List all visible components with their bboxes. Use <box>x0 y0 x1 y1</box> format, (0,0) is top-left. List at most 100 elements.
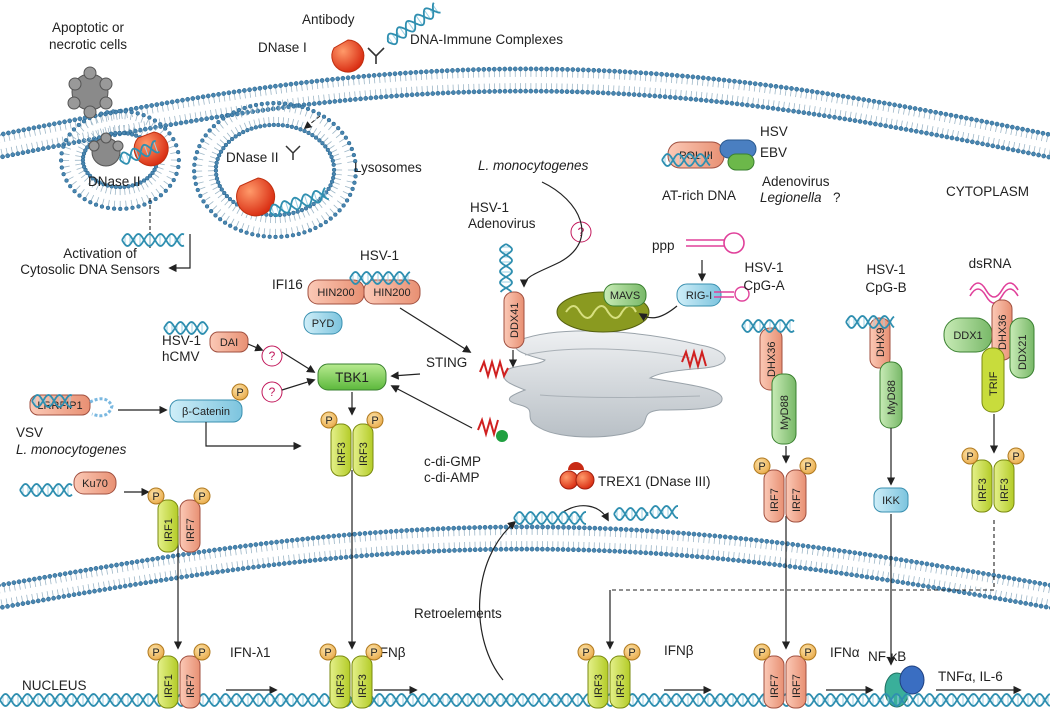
hin200-a-label: HIN200 <box>317 287 354 299</box>
myd88-protein-b: MyD88 <box>879 361 903 429</box>
phospho-label: P <box>152 647 159 659</box>
ddx41-protein: DDX41 <box>503 291 525 349</box>
irf-label: IRF3 <box>357 674 369 698</box>
activation-label-2: Cytosolic DNA Sensors <box>20 262 160 277</box>
irf-label: IRF7 <box>791 674 803 698</box>
ddx1-protein: DDX1 <box>943 317 993 353</box>
irf-label: IRF3 <box>999 478 1011 502</box>
myd88-a-label: MyD88 <box>779 395 791 430</box>
phospho-label: P <box>628 647 635 659</box>
hsv1-cpga-label-1: HSV-1 <box>744 260 783 275</box>
ikk-protein: IKK <box>873 487 909 513</box>
apoptotic-cell-debris-icon <box>67 66 113 119</box>
hsv1-cpgb-label-1: HSV-1 <box>866 262 905 277</box>
tbk1-protein: TBK1 <box>317 363 387 391</box>
dsrna-label: dsRNA <box>969 256 1012 271</box>
beta-catenin-phospho: P <box>231 383 249 401</box>
dhx9-protein: DHX9 <box>869 317 891 369</box>
hsv1-cpgb-label-2: CpG-B <box>865 280 906 295</box>
ku70-protein: Ku70 <box>73 471 117 495</box>
phospho-label: P <box>152 491 159 503</box>
question-badge-catenin: ? <box>261 381 283 403</box>
activation-label-1: Activation of <box>63 246 137 261</box>
ifi16-label: IFI16 <box>272 277 303 292</box>
nuclear-membrane <box>0 524 1050 610</box>
dnase1-pacman-icon <box>331 39 365 73</box>
ku70-label: Ku70 <box>82 478 108 490</box>
phospho-label: P <box>758 461 765 473</box>
rig-i-label: RIG-I <box>686 290 712 302</box>
dhx36-b-label: DHX36 <box>997 315 1009 350</box>
tnfa-il6-label: TNFα, IL-6 <box>938 669 1003 684</box>
dhx36-protein-b: DHX36 <box>991 299 1013 361</box>
ifnb-1-label: IFNβ <box>376 645 406 660</box>
dnase1-label: DNase I <box>258 40 307 55</box>
dna-immune-complexes-label: DNA-Immune Complexes <box>410 32 563 47</box>
antibody-icon <box>367 47 385 64</box>
l-monocytogenes-top-label: L. monocytogenes <box>478 158 589 173</box>
vsv-label: VSV <box>16 425 43 440</box>
trex1-protein <box>559 462 595 490</box>
hsv1-ifi16-label: HSV-1 <box>360 248 399 263</box>
mavs-protein: MAVS <box>603 283 647 307</box>
phospho-label: P <box>324 647 331 659</box>
dhx36-protein-a: DHX36 <box>759 327 783 391</box>
question-badge-dai: ? <box>261 345 283 367</box>
ddx21-label: DDX21 <box>1017 335 1029 370</box>
mavs-label: MAVS <box>610 290 640 302</box>
at-rich-dna-label: AT-rich DNA <box>662 188 736 203</box>
cdi-amp-label: c-di-AMP <box>424 470 480 485</box>
ifna-label: IFNα <box>830 645 860 660</box>
phospho-label: P <box>758 647 765 659</box>
hin200-b-label: HIN200 <box>373 287 410 299</box>
trif-label: TRIF <box>988 371 1000 396</box>
phospho-label: P <box>804 647 811 659</box>
tbk1-label: TBK1 <box>335 370 369 385</box>
lrrfip1-rna-icon <box>89 397 114 418</box>
ifi16-protein: HIN200 HIN200 PYD <box>303 279 421 335</box>
pyd-label: PYD <box>312 318 335 330</box>
irf-label: IRF7 <box>769 674 781 698</box>
dnase2-lysosome-label: DNase II <box>226 150 279 165</box>
dnase2-endosome-label: DNase II <box>88 174 141 189</box>
dai-protein: DAI <box>209 331 249 353</box>
irf-label: IRF7 <box>185 518 197 542</box>
irf-label: IRF7 <box>185 674 197 698</box>
apoptotic-label-2: necrotic cells <box>49 37 127 52</box>
phospho-label: P <box>370 647 377 659</box>
irf-label: IRF3 <box>615 674 627 698</box>
irf-label: IRF3 <box>336 442 348 466</box>
ddx41-label: DDX41 <box>509 303 521 338</box>
beta-catenin-protein: β-Catenin <box>169 399 243 423</box>
myd88-b-label: MyD88 <box>886 380 898 415</box>
q-text-2: ? <box>269 349 276 363</box>
ikk-label: IKK <box>882 495 900 507</box>
retroelements-label: Retroelements <box>414 606 502 621</box>
antibody-label: Antibody <box>302 12 355 27</box>
l-monocytogenes-left-label: L. monocytogenes <box>16 442 127 457</box>
ddx21-protein: DDX21 <box>1009 317 1035 379</box>
phospho-label: P <box>804 461 811 473</box>
endoplasmic-reticulum <box>503 330 726 438</box>
dai-virus-label-2: hCMV <box>162 349 200 364</box>
debris-in-endosome-icon <box>88 132 124 167</box>
adenovirus-label: Adenovirus <box>762 174 830 189</box>
phospho-label: P <box>198 647 205 659</box>
dnase2-lysosome-pacman-icon <box>236 177 276 217</box>
phospho-label: P <box>236 387 243 399</box>
sting-label: STING <box>426 355 467 370</box>
lysosome <box>191 100 359 240</box>
q-text-1: ? <box>578 225 585 239</box>
beta-catenin-label: β-Catenin <box>182 406 230 418</box>
cdi-gmp-label: c-di-GMP <box>424 454 481 469</box>
phospho-label: P <box>966 451 973 463</box>
dhx36-a-label: DHX36 <box>766 342 778 377</box>
trif-protein: TRIF <box>981 347 1005 413</box>
irf-label: IRF1 <box>163 674 175 698</box>
